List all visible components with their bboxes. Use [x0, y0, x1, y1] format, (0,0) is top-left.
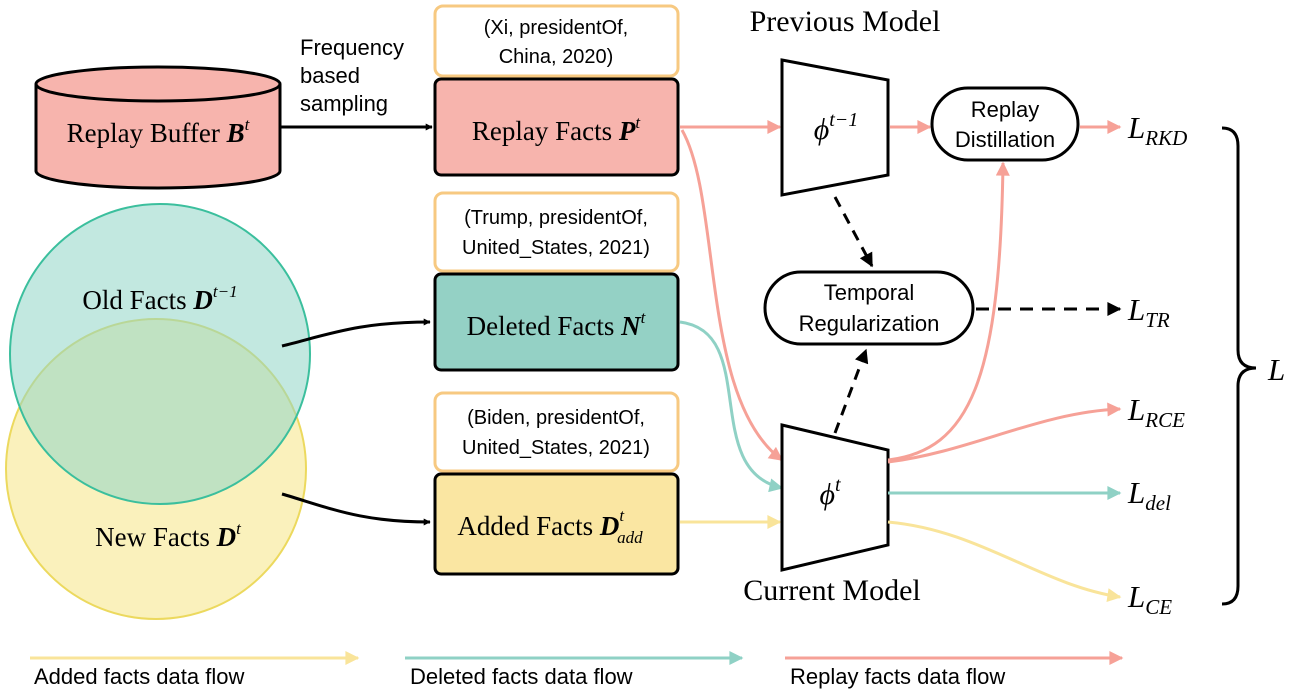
loss-total: L [1267, 352, 1285, 387]
replay-facts-label: Replay Facts Pt [472, 113, 641, 146]
example-deleted: (Trump, presidentOf, United_States, 2021… [433, 191, 680, 273]
replay-buffer-label: Replay Buffer Bt [67, 115, 251, 148]
deleted-facts-box: Deleted Facts Nt [433, 272, 680, 372]
loss-rkd: LRKD [1127, 110, 1187, 150]
current-model-symbol: ϕt [819, 474, 841, 511]
venn-diagram: Old Facts Dt−1 New Facts Dt [5, 203, 311, 620]
example-deleted-line1: (Trump, presidentOf, [464, 207, 648, 229]
loss-tr: LTR [1127, 292, 1170, 332]
current-model-title: Current Model [743, 574, 920, 607]
example-replay: (Xi, presidentOf, China, 2020) [433, 4, 680, 78]
replay-facts-box: Replay Facts Pt [433, 77, 680, 177]
replay-distillation-line2: Distillation [955, 127, 1055, 152]
loss-rce: LRCE [1127, 392, 1185, 432]
replay-to-current-arrow [680, 129, 784, 462]
loss-ce: LCE [1127, 579, 1172, 619]
current-to-lrce-arrow [887, 402, 1122, 464]
previous-model-title: Previous Model [750, 5, 941, 38]
example-deleted-line2: United_States, 2021) [462, 237, 650, 259]
legend-deleted-label: Deleted facts data flow [410, 664, 633, 689]
replay-distillation-box: Replay Distillation [930, 86, 1080, 162]
temporal-regularization-box: Temporal Regularization [763, 270, 975, 346]
sampling-label: Frequency based sampling [300, 35, 410, 116]
example-added: (Biden, presidentOf, United_States, 2021… [433, 391, 680, 473]
old-facts-label: Old Facts Dt−1 [82, 282, 237, 315]
temporal-reg-line2: Regularization [799, 311, 940, 336]
current-to-lce-arrow [887, 520, 1122, 603]
previous-model-symbol: ϕt−1 [814, 109, 859, 146]
new-to-added-arrow [281, 492, 431, 526]
replay-distillation-line1: Replay [971, 97, 1039, 122]
new-facts-label: New Facts Dt [95, 519, 242, 552]
deleted-facts-label: Deleted Facts Nt [467, 308, 647, 341]
previous-model: ϕt−1 [780, 58, 890, 197]
old-to-deleted-arrow [281, 318, 431, 348]
example-added-line1: (Biden, presidentOf, [467, 407, 645, 429]
replay-buffer: Replay Buffer Bt [34, 65, 282, 190]
example-added-line2: United_States, 2021) [462, 437, 650, 459]
loss-del: Ldel [1127, 475, 1171, 515]
deleted-to-current-arrow [679, 320, 784, 493]
loss-brace [1221, 126, 1257, 606]
legend-added-label: Added facts data flow [34, 664, 244, 689]
legend: Added facts data flow Deleted facts data… [30, 651, 1124, 689]
example-replay-line2: China, 2020) [499, 46, 614, 68]
example-replay-line1: (Xi, presidentOf, [484, 17, 629, 39]
legend-replay-label: Replay facts data flow [790, 664, 1005, 689]
current-to-reg-arrow [833, 348, 869, 434]
current-to-distillation-arrow [887, 161, 1010, 462]
current-model: ϕt [780, 423, 890, 572]
old-facts-circle [9, 203, 311, 505]
previous-to-reg-arrow [833, 196, 874, 268]
temporal-reg-line1: Temporal [824, 280, 914, 305]
